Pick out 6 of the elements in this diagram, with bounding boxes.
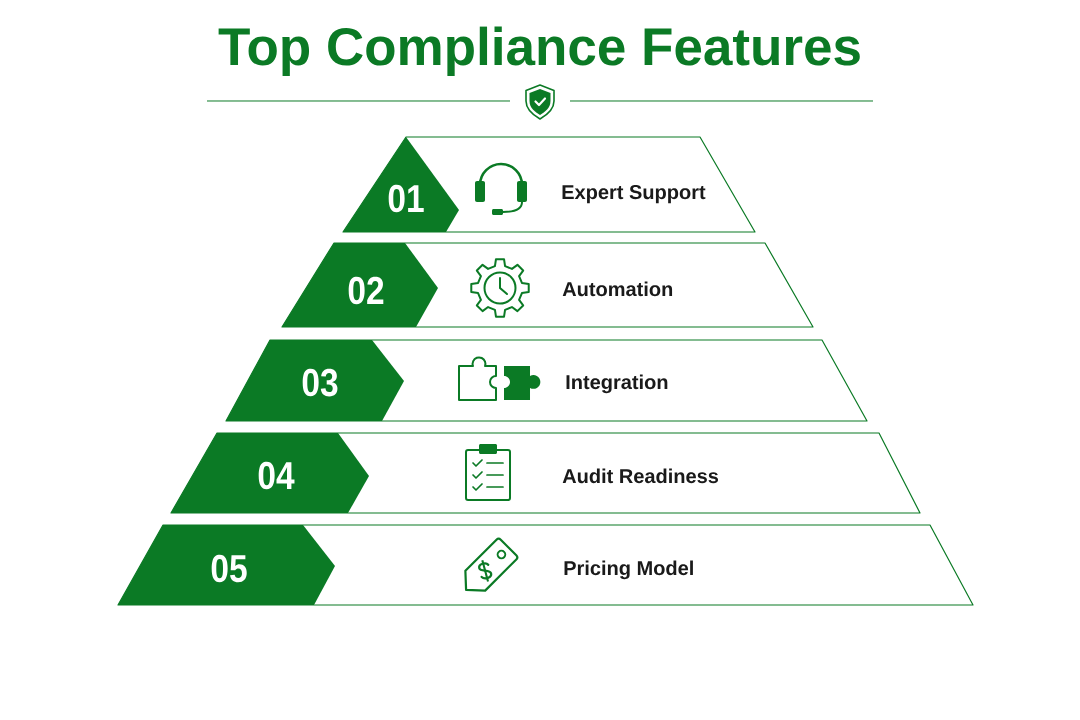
number-badge: 05 [118,525,335,605]
number-badge: 01 [343,137,459,232]
number-badge: 03 [226,340,404,421]
number-badge: 02 [282,243,438,327]
title: Top Compliance Features [218,26,860,76]
number-badge: 04 [171,433,369,513]
